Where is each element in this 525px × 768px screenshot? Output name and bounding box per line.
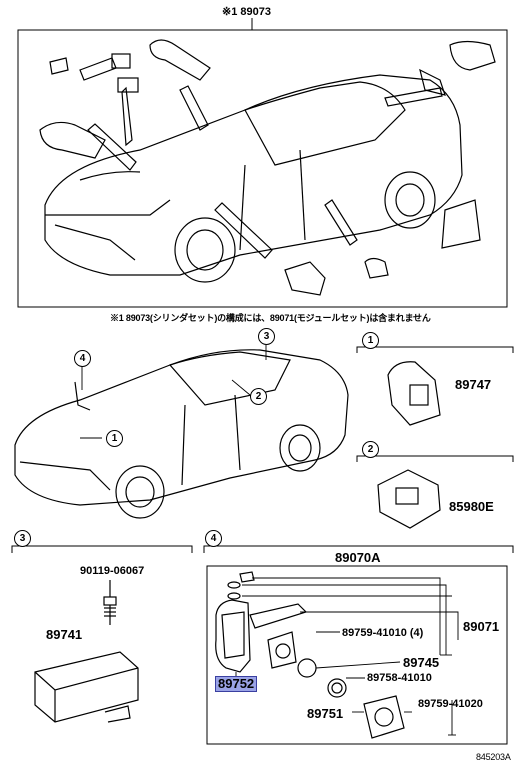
middle-car-drawing bbox=[14, 349, 349, 519]
cylinder-set-note: ※1 89073(シリンダセット)の構成には、89071(モジュールセット)は含… bbox=[110, 313, 431, 323]
leader-lines bbox=[235, 577, 459, 736]
part-89745[interactable]: 89745 bbox=[403, 655, 440, 670]
part-89070a[interactable]: 89070A bbox=[335, 550, 381, 565]
assembly-frame bbox=[206, 565, 508, 745]
top-arrows bbox=[87, 85, 443, 259]
part-89747-drawing bbox=[387, 361, 441, 426]
part-89759-41020[interactable]: 89759-41020 bbox=[418, 698, 483, 710]
top-assembly-header: ※1 89073 bbox=[222, 6, 271, 18]
section-4-marker: 4 bbox=[205, 530, 222, 547]
top-panel-frame bbox=[17, 29, 508, 308]
part-89751[interactable]: 89751 bbox=[307, 706, 344, 721]
part-89747[interactable]: 89747 bbox=[455, 377, 492, 392]
part-89759-41010[interactable]: 89759-41010 (4) bbox=[342, 627, 424, 639]
part-89741-drawing bbox=[34, 580, 139, 723]
part-85980e-drawing bbox=[377, 469, 441, 529]
section-brackets bbox=[11, 346, 514, 553]
part-89741[interactable]: 89741 bbox=[46, 627, 83, 642]
section-1-marker: 1 bbox=[362, 332, 379, 349]
part-89071[interactable]: 89071 bbox=[463, 619, 500, 634]
key-parts bbox=[39, 39, 496, 296]
part-89752-highlighted[interactable]: 89752 bbox=[215, 676, 258, 692]
callout-3[interactable]: 3 bbox=[258, 328, 275, 345]
part-89758-41010[interactable]: 89758-41010 bbox=[367, 672, 432, 684]
part-85980e[interactable]: 85980E bbox=[449, 499, 494, 514]
key-fob-drawing bbox=[215, 571, 405, 739]
diagram-code: 845203A bbox=[476, 752, 511, 762]
callout-4[interactable]: 4 bbox=[74, 350, 91, 367]
callout-1[interactable]: 1 bbox=[106, 430, 123, 447]
section-3-marker: 3 bbox=[14, 530, 31, 547]
section-2-marker: 2 bbox=[362, 441, 379, 458]
top-car-drawing bbox=[44, 74, 463, 283]
callout-2[interactable]: 2 bbox=[250, 388, 267, 405]
part-90119-06067[interactable]: 90119-06067 bbox=[80, 565, 145, 577]
